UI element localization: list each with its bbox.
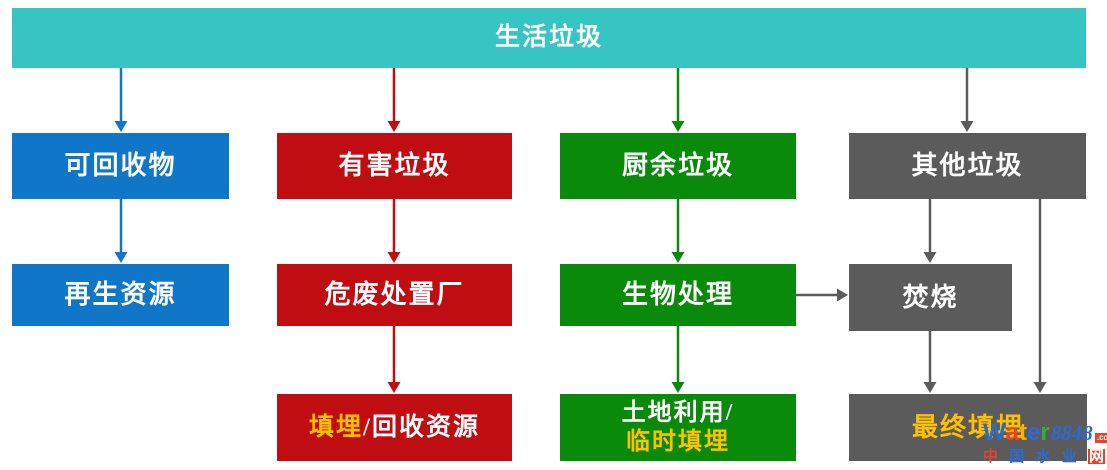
arrow-head <box>671 121 685 132</box>
arrow-bio-to-landuse <box>671 326 685 393</box>
arrow-banner-to-hazardous <box>387 68 401 132</box>
arrow-plant-to-landfill <box>387 326 401 393</box>
arrow-kitchen-to-bio <box>671 199 685 263</box>
arrow-head <box>114 252 128 263</box>
arrow-other-to-final-bypass <box>1033 199 1047 393</box>
arrow-banner-to-recyclable <box>114 68 128 132</box>
node-label-gold-part: 填埋 <box>309 413 364 441</box>
node-label: 再生资源 <box>64 280 177 310</box>
node-hazardous: 有害垃圾 <box>277 133 512 199</box>
node-landfill-recycle: 填埋/回收资源 <box>277 394 512 461</box>
node-label: 最终填埋 <box>911 412 1024 442</box>
node-hazardous-plant: 危废处置厂 <box>277 264 512 326</box>
node-label-white-part: /回收资源 <box>363 413 480 441</box>
node-label: 危废处置厂 <box>324 280 465 310</box>
node-label: 厨余垃圾 <box>621 151 734 181</box>
arrow-banner-to-other <box>960 68 974 132</box>
node-household-waste: 生活垃圾 <box>12 8 1086 68</box>
arrow-banner-to-kitchen <box>671 68 685 132</box>
arrow-head <box>387 121 401 132</box>
node-other-waste: 其他垃圾 <box>849 133 1086 199</box>
arrow-head <box>387 252 401 263</box>
watermark-letter: a <box>1005 419 1020 446</box>
watermark-site-char: 水 <box>1035 448 1051 465</box>
node-label: 焚烧 <box>902 282 959 312</box>
watermark-letter: W <box>983 419 1006 446</box>
node-label: 其他垃圾 <box>911 151 1024 181</box>
node-recyclable: 可回收物 <box>12 133 229 199</box>
node-label: 生活垃圾 <box>494 24 603 51</box>
watermark-site-name: 中国水业网 <box>983 449 1105 464</box>
node-label: 生物处理 <box>621 280 734 310</box>
arrow-head <box>671 252 685 263</box>
arrow-head <box>1033 382 1047 393</box>
arrow-head <box>671 382 685 393</box>
node-renewable-resources: 再生资源 <box>12 264 229 326</box>
node-label: 有害垃圾 <box>338 151 451 181</box>
arrow-head <box>114 121 128 132</box>
watermark-letter: t <box>1019 419 1028 446</box>
node-incineration: 焚烧 <box>849 264 1012 331</box>
watermark-number: 8848 <box>1050 421 1093 445</box>
watermark-site-char: 中 <box>983 448 999 465</box>
watermark-site-char: 业 <box>1061 448 1077 465</box>
watermark-letter: r <box>1040 419 1050 446</box>
arrow-bio-to-incineration <box>796 288 848 302</box>
arrow-hazardous-to-plant <box>387 199 401 263</box>
node-bio-treatment: 生物处理 <box>560 264 796 326</box>
watermark-site-char: 网 <box>1087 448 1105 465</box>
node-label-line1: 土地利用/ <box>621 399 735 426</box>
arrow-head <box>923 382 937 393</box>
arrow-head <box>837 288 848 302</box>
arrow-incineration-to-final <box>923 331 937 393</box>
node-land-use: 土地利用/ 临时填埋 <box>560 394 796 461</box>
arrow-head <box>923 252 937 263</box>
node-label: 可回收物 <box>64 151 177 181</box>
node-label-line2: 临时填埋 <box>626 428 730 455</box>
watermark-tld: .com <box>1094 433 1107 443</box>
node-final-landfill: 最终填埋 <box>849 394 1087 461</box>
arrow-other-to-incineration <box>923 199 937 263</box>
node-label: 填埋/回收资源 <box>309 413 480 443</box>
arrow-head <box>387 382 401 393</box>
watermark-letter: e <box>1027 419 1041 446</box>
arrow-recyclable-to-renewable <box>114 199 128 263</box>
node-kitchen-waste: 厨余垃圾 <box>560 133 796 199</box>
watermark-site-char: 国 <box>1009 448 1025 465</box>
arrow-head <box>960 121 974 132</box>
